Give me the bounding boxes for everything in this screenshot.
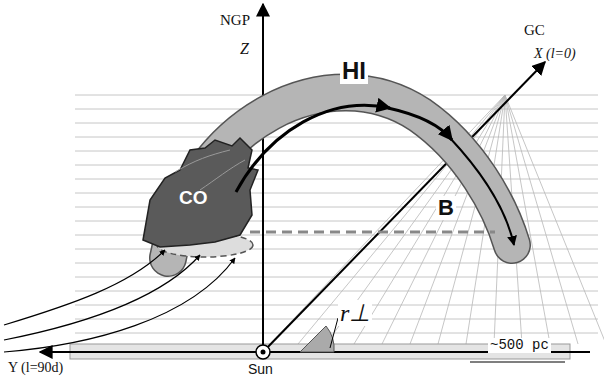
scale-label: ~500 pc xyxy=(488,338,551,353)
z-axis xyxy=(262,4,264,352)
loop-base xyxy=(250,231,495,234)
grid-line xyxy=(75,151,598,152)
grid-line xyxy=(75,333,598,334)
field-line xyxy=(4,250,165,325)
axis-label: X (l=0) xyxy=(532,46,578,61)
field-label: B xyxy=(436,196,456,220)
field-line xyxy=(4,255,200,340)
axis-label: Z xyxy=(238,40,251,58)
galactic-plane-grid xyxy=(75,95,604,344)
sun-symbol xyxy=(256,345,270,359)
grid-line xyxy=(298,95,505,344)
cloud-texture xyxy=(175,150,245,190)
sun-label: Sun xyxy=(246,362,275,377)
grid-line xyxy=(75,165,598,166)
grid-line xyxy=(75,179,598,180)
grid-line xyxy=(75,123,598,124)
grid-line xyxy=(270,95,505,344)
axis-label: GC xyxy=(522,22,547,39)
sun-dot xyxy=(261,350,266,355)
scale-bar xyxy=(470,361,565,362)
field-line xyxy=(4,258,235,352)
grid-line xyxy=(75,193,598,194)
angle-label: r⊥ xyxy=(338,300,372,326)
field-line xyxy=(236,105,390,192)
region-label: HI xyxy=(340,58,368,84)
field-line xyxy=(450,138,514,245)
grid-line xyxy=(75,137,598,138)
field-line xyxy=(388,108,452,140)
angle-wedge xyxy=(300,326,334,352)
axis-label: NGP xyxy=(218,12,252,29)
co-cloud xyxy=(143,138,258,247)
leader-line xyxy=(330,318,338,348)
region-label: CO xyxy=(177,188,210,209)
axis-label: Y (l=90d) xyxy=(6,360,65,375)
